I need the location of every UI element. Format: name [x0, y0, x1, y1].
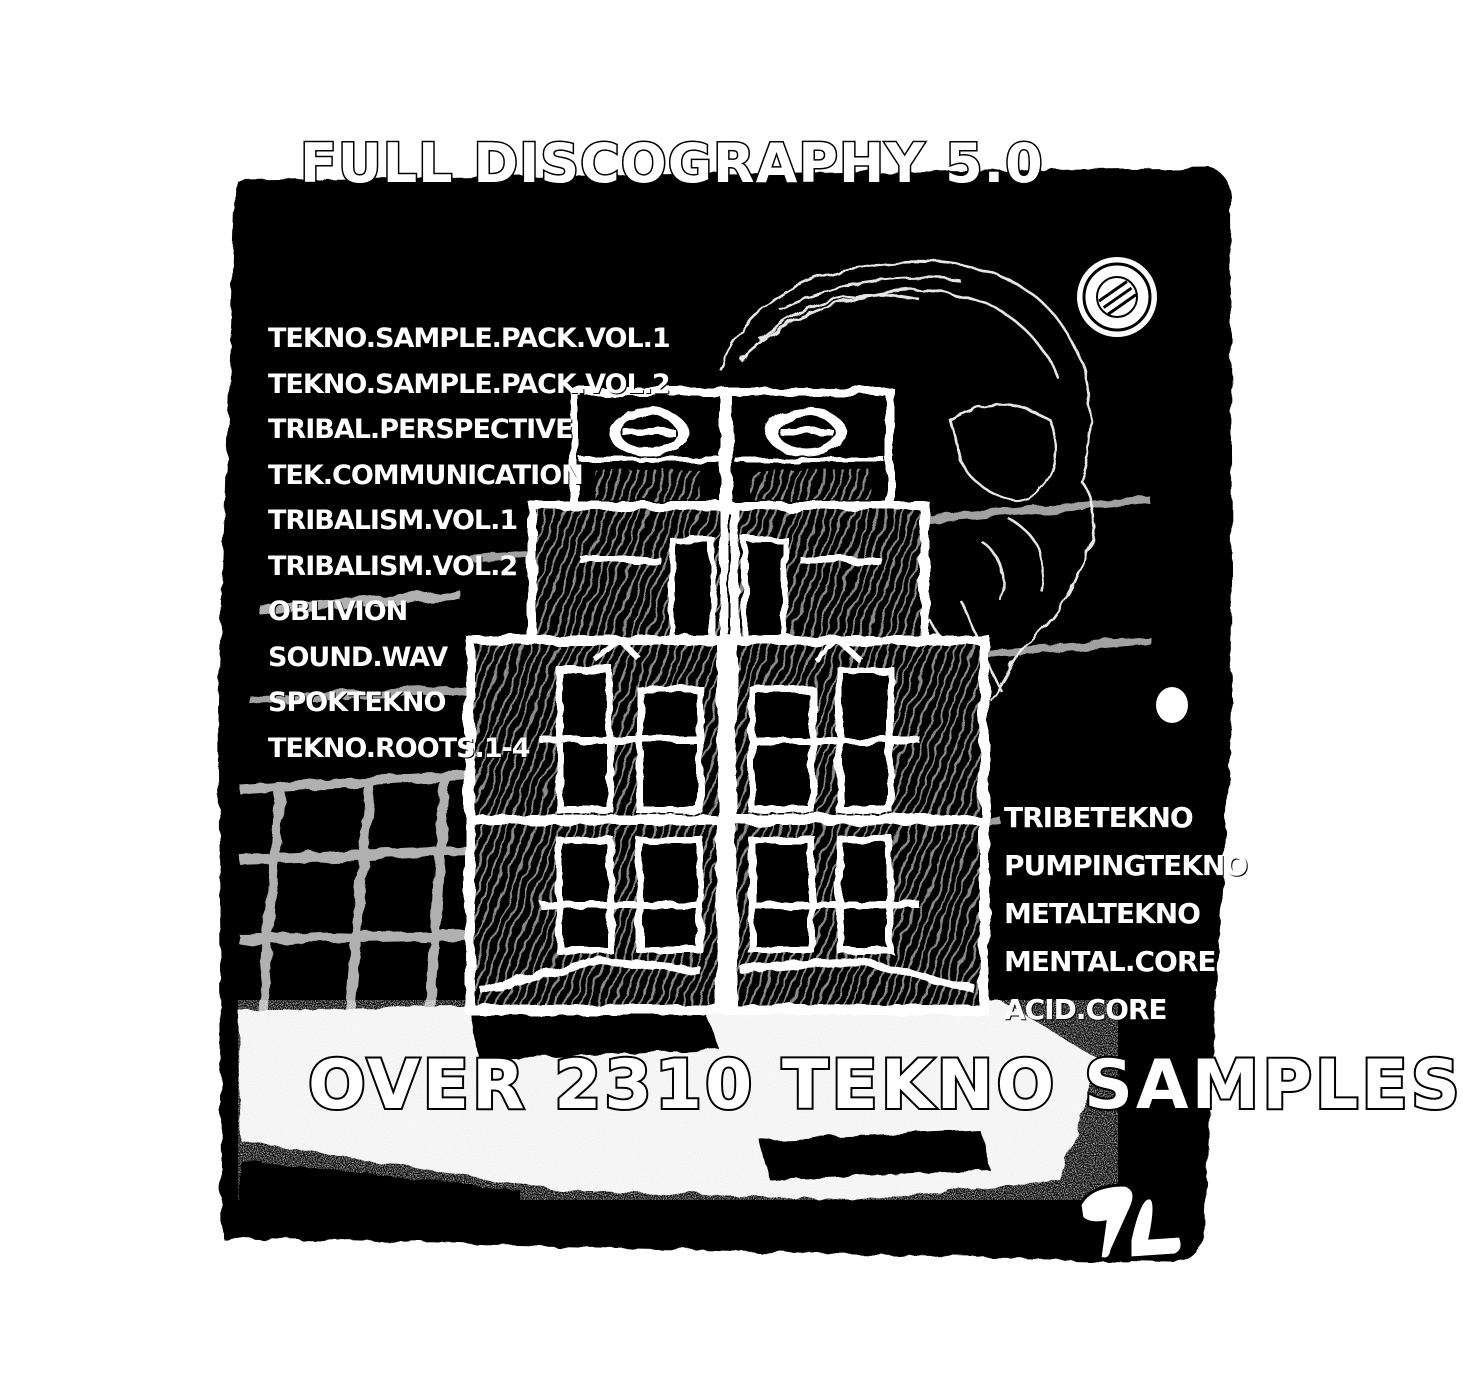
- release-list-left: TEKNO.SAMPLE.PACK.VOL.1 TEKNO.SAMPLE.PAC…: [268, 316, 671, 771]
- headline: OVER 2310 TEKNO SAMPLES: [306, 1044, 1463, 1127]
- release-list-right: TRIBETEKNO PUMPINGTEKNO METALTEKNO MENTA…: [1004, 794, 1248, 1034]
- list-item: TRIBALISM.VOL.2: [268, 550, 518, 582]
- list-item: SPOKTEKNO: [268, 687, 446, 718]
- speaker-stack-icon: [465, 388, 989, 1015]
- list-item: TEKNO.ROOTS.1-4: [268, 732, 531, 764]
- list-item: TEK.COMMUNICATION: [268, 459, 584, 491]
- list-item: TRIBALISM.VOL.1: [268, 505, 518, 536]
- list-item: TRIBAL.PERSPECTIVE: [268, 414, 574, 445]
- list-item: METALTEKNO: [1004, 897, 1201, 930]
- background-grid: [239, 590, 471, 1011]
- page-title: FULL DISCOGRAPHY 5.0: [299, 131, 1045, 197]
- list-item: TEKNO.SAMPLE.PACK.VOL.1: [268, 323, 671, 354]
- list-item: TRIBETEKNO: [1004, 801, 1194, 834]
- punch-hole: [1156, 687, 1188, 723]
- poster-artwork: [218, 168, 1232, 1262]
- list-item: PUMPINGTEKNO: [1004, 849, 1248, 882]
- round-stamp-icon: [1077, 257, 1157, 337]
- list-item: SOUND.WAV: [268, 641, 448, 673]
- tag-logo-icon: [1078, 1183, 1184, 1261]
- list-item: ACID.CORE: [1004, 993, 1168, 1026]
- list-item: TEKNO.SAMPLE.PACK.VOL.2: [268, 368, 671, 400]
- list-item: MENTAL.CORE: [1004, 945, 1217, 978]
- list-item: OBLIVION: [268, 596, 408, 627]
